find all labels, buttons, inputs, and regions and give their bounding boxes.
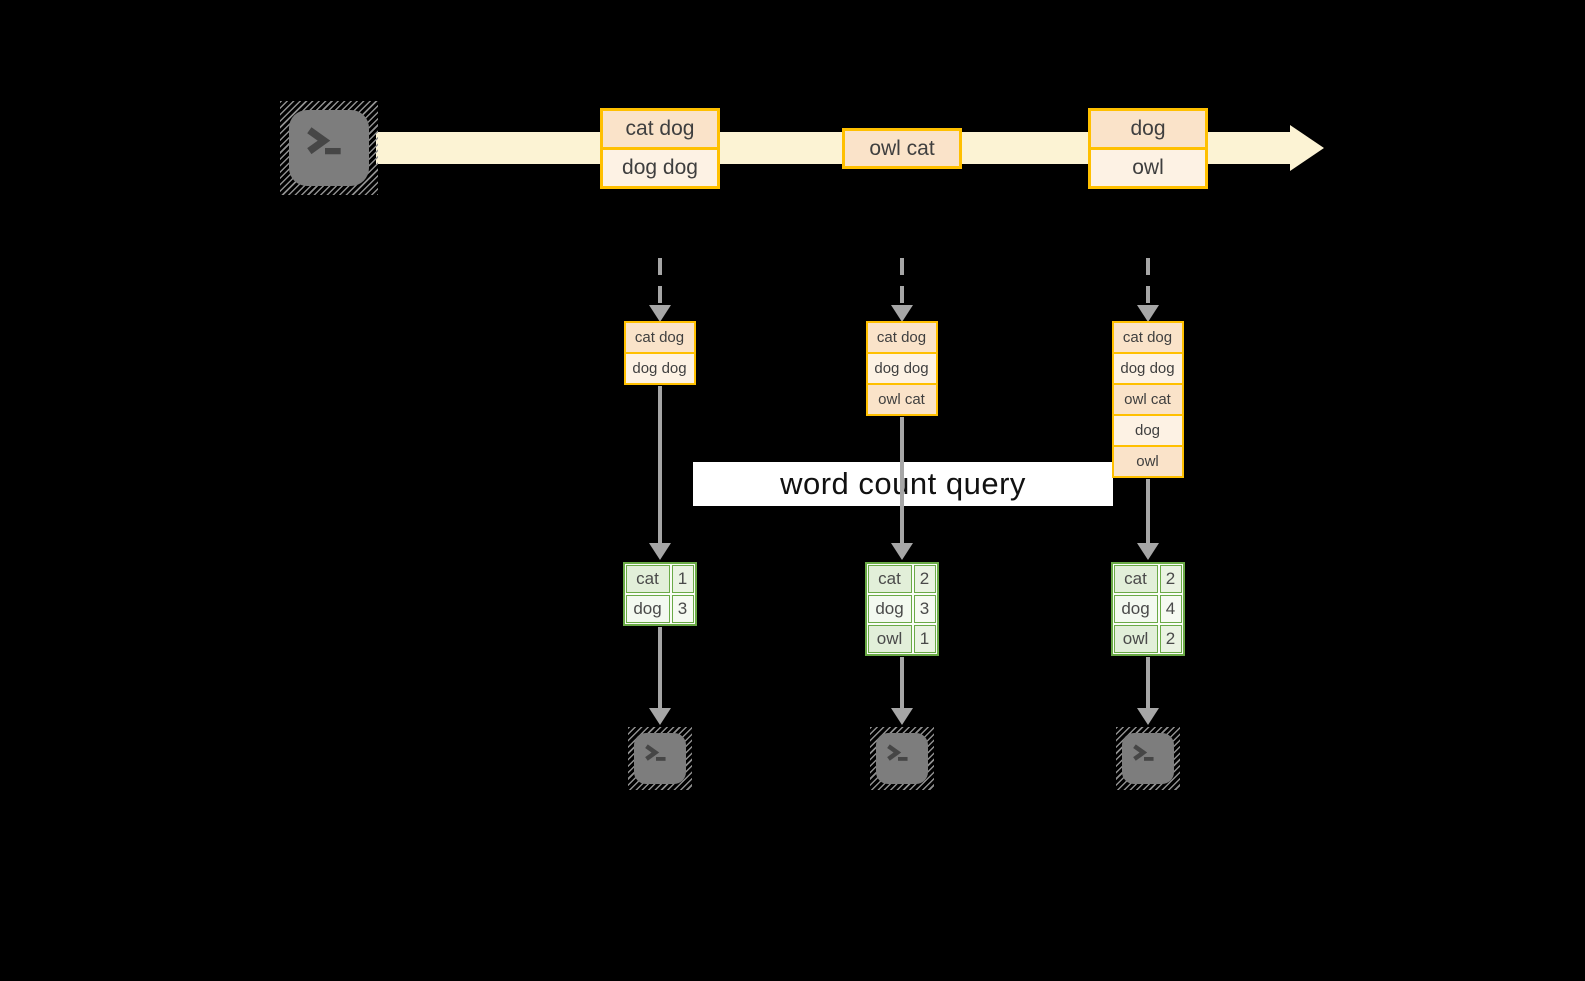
- buffered-event-cell: dog dog: [1113, 352, 1182, 383]
- stream-to-buffer-arrow: [658, 258, 662, 305]
- stream-event-cell: owl cat: [845, 131, 959, 166]
- consumer-terminal-icon: [628, 727, 692, 790]
- buffer-to-counts-arrow: [900, 417, 904, 543]
- buffered-event-cell: dog dog: [625, 352, 694, 383]
- word-cell: cat: [625, 565, 670, 593]
- down-arrowhead-icon: [649, 305, 671, 322]
- stream-event-cell: dog: [1091, 111, 1205, 147]
- count-cell: 2: [913, 565, 936, 593]
- down-arrowhead-icon: [891, 305, 913, 322]
- count-cell: 3: [671, 595, 694, 623]
- count-cell: 2: [1159, 565, 1182, 593]
- consumer-terminal-icon: [1116, 727, 1180, 790]
- stream-to-buffer-arrow: [1146, 258, 1150, 305]
- source-terminal-icon: [280, 101, 378, 195]
- terminal-screen: [289, 110, 369, 186]
- word-cell: dog: [625, 595, 670, 623]
- buffered-event-cell: cat dog: [625, 323, 694, 352]
- count-cell: 4: [1159, 595, 1182, 623]
- counts-to-consumer-arrow: [900, 657, 904, 708]
- word-cell: dog: [1113, 595, 1158, 623]
- consumer-terminal-icon: [870, 727, 934, 790]
- buffered-event-cell: cat dog: [1113, 323, 1182, 352]
- buffer-to-counts-arrow: [1146, 479, 1150, 543]
- buffered-event-cell: dog dog: [867, 352, 936, 383]
- buffered-event-cell: cat dog: [867, 323, 936, 352]
- buffered-event-cell: owl: [1113, 445, 1182, 476]
- counts-to-consumer-arrow: [658, 627, 662, 708]
- buffered-event-cell: owl cat: [1113, 383, 1182, 414]
- buffer-to-counts-arrow: [658, 386, 662, 543]
- count-cell: 1: [913, 625, 936, 653]
- terminal-screen: [1122, 733, 1174, 784]
- stream-to-buffer-arrow: [900, 258, 904, 305]
- buffered-event-cell: owl cat: [867, 383, 936, 414]
- down-arrowhead-icon: [891, 708, 913, 725]
- down-arrowhead-icon: [649, 543, 671, 560]
- count-cell: 1: [671, 565, 694, 593]
- stream-event-box: owl cat: [842, 128, 962, 169]
- count-cell: 2: [1159, 625, 1182, 653]
- word-cell: cat: [1113, 565, 1158, 593]
- down-arrowhead-icon: [649, 708, 671, 725]
- down-arrowhead-icon: [1137, 305, 1159, 322]
- stream-event-cell: cat dog: [603, 111, 717, 147]
- terminal-screen: [876, 733, 928, 784]
- buffered-event-cell: dog: [1113, 414, 1182, 445]
- terminal-screen: [634, 733, 686, 784]
- down-arrowhead-icon: [1137, 708, 1159, 725]
- word-cell: owl: [1113, 625, 1158, 653]
- word-cell: dog: [867, 595, 912, 623]
- stream-event-cell: owl: [1091, 147, 1205, 186]
- counts-to-consumer-arrow: [1146, 657, 1150, 708]
- word-cell: cat: [867, 565, 912, 593]
- right-arrowhead-icon: [1290, 125, 1324, 171]
- stream-event-cell: dog dog: [603, 147, 717, 186]
- count-cell: 3: [913, 595, 936, 623]
- word-cell: owl: [867, 625, 912, 653]
- down-arrowhead-icon: [1137, 543, 1159, 560]
- down-arrowhead-icon: [891, 543, 913, 560]
